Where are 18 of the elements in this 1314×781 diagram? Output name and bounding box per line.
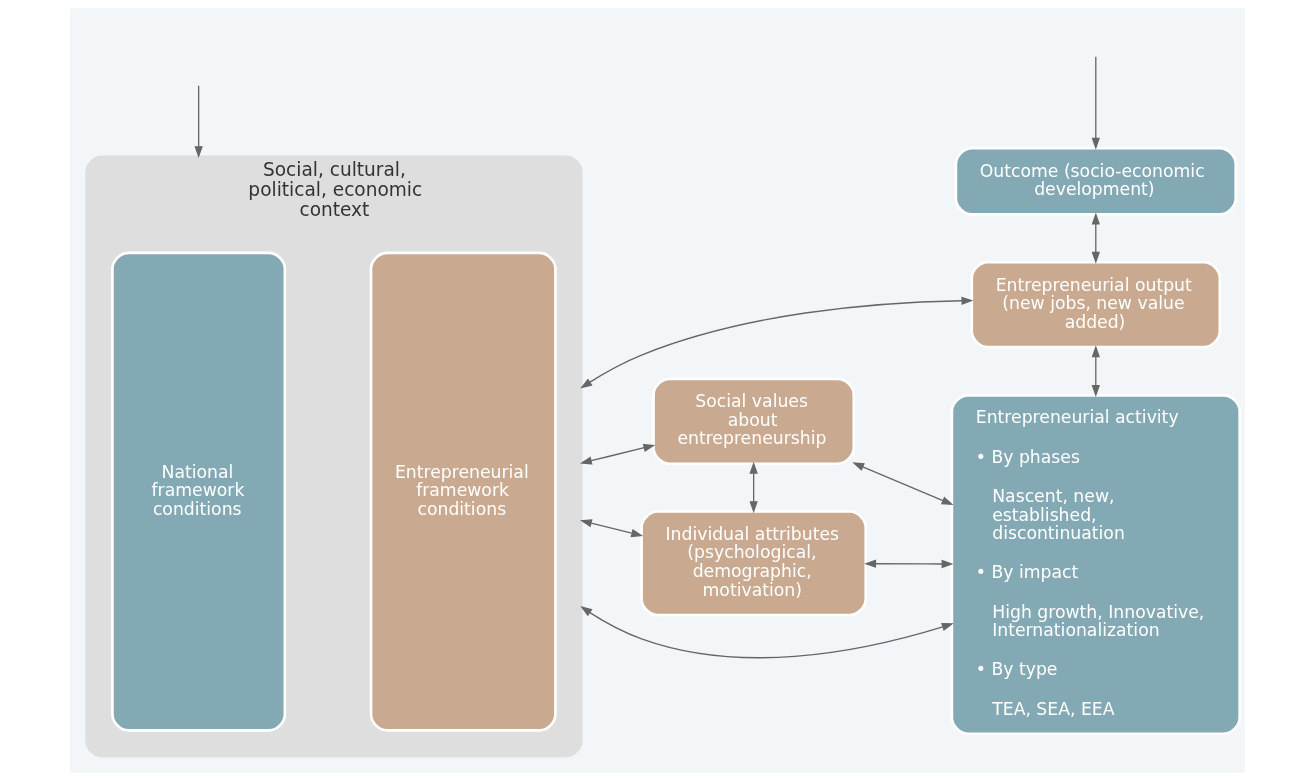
arrow [579, 519, 643, 538]
node-box: Social values about entrepreneurship [651, 377, 855, 466]
arrow [579, 606, 954, 659]
arrow [748, 461, 758, 514]
node-box: National framework conditions [110, 251, 286, 732]
arrow [579, 443, 655, 465]
arrow [851, 462, 954, 506]
arrow [1091, 345, 1100, 397]
arrow [1091, 212, 1100, 264]
arrow [1091, 55, 1100, 150]
arrow [193, 85, 203, 159]
node-box: Outcome (socio-economic development) [954, 146, 1237, 216]
arrow [579, 296, 973, 389]
arrow [863, 559, 953, 569]
node-box: Individual attributes (psychological, demographic, motivation) [639, 510, 867, 617]
node-box: Entrepreneurial activity • By phases Nascent, new, established, discontinuation • By impact High growth, Innovative, Internationalization • By type TEA, SEA, EEA [950, 394, 1241, 736]
node-box: Entrepreneurial output (new jobs, new value added) [970, 260, 1221, 349]
node-box: Entrepreneurial framework conditions [369, 251, 557, 732]
